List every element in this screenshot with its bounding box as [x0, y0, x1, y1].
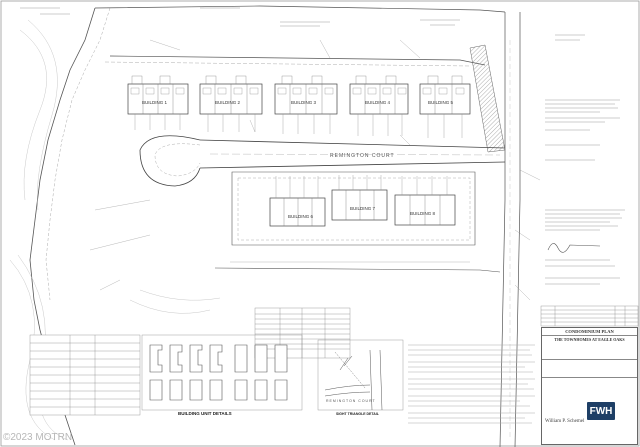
building-7-label: BUILDING 7 [350, 206, 376, 211]
building-1-label: BUILDING 1 [142, 100, 168, 105]
building-4-label: BUILDING 4 [365, 100, 391, 105]
north-property-line [94, 5, 506, 13]
north-driveways [134, 114, 463, 138]
copyright-watermark: ©2023 MOTRN [3, 432, 73, 443]
summary-table [29, 334, 141, 416]
south-block-outline [231, 171, 476, 246]
north-unit-dividers [142, 84, 453, 114]
plan-type: CONDOMINIUM PLAN [542, 328, 637, 336]
header-text-marks [20, 7, 585, 41]
north-interior-line [109, 55, 486, 66]
project-name: THE TOWNHOMES AT EAGLE OAKS [554, 337, 625, 342]
west-offset-line [45, 7, 111, 301]
south-unit-dividers [283, 190, 441, 226]
remington-court-road [139, 135, 506, 187]
leader-lines [89, 39, 541, 301]
east-road [469, 12, 521, 447]
building-8-label: BUILDING 8 [410, 211, 436, 216]
south-property-line [214, 267, 501, 273]
north-patios [131, 75, 463, 85]
south-building-row [269, 189, 456, 227]
north-unit-details [130, 87, 465, 95]
right-notes [545, 99, 625, 285]
building-5-label: BUILDING 5 [428, 100, 454, 105]
unit-area-table [254, 307, 351, 359]
signature-mark [547, 243, 601, 253]
fwh-logo: FWH [587, 402, 615, 420]
building-2-label: BUILDING 2 [215, 100, 241, 105]
building-details-frame [141, 334, 303, 411]
building-unit-details-title: BUILDING UNIT DETAILS [178, 411, 232, 416]
project-block: THE TOWNHOMES AT EAGLE OAKS [542, 336, 637, 360]
revision-table [540, 305, 639, 327]
engineer-signature-name: William P. Schemel [545, 419, 585, 424]
general-notes [408, 344, 535, 424]
south-driveways [275, 175, 448, 198]
building-3-label: BUILDING 3 [291, 100, 317, 105]
north-building-row [127, 83, 471, 115]
sight-triangle-detail-title: SIGHT TRIANGLE DETAIL [336, 412, 379, 416]
sight-triangle-detail [317, 339, 404, 411]
remington-court-detail-label: REMINGTON COURT [326, 399, 376, 403]
title-block: CONDOMINIUM PLAN THE TOWNHOMES AT EAGLE … [541, 327, 638, 445]
remington-court-label: REMINGTON COURT [330, 153, 395, 159]
building-unit-footprints [149, 344, 288, 401]
building-6-label: BUILDING 6 [288, 214, 314, 219]
north-building-setback [104, 61, 471, 67]
title-block-blank-row [542, 360, 637, 378]
